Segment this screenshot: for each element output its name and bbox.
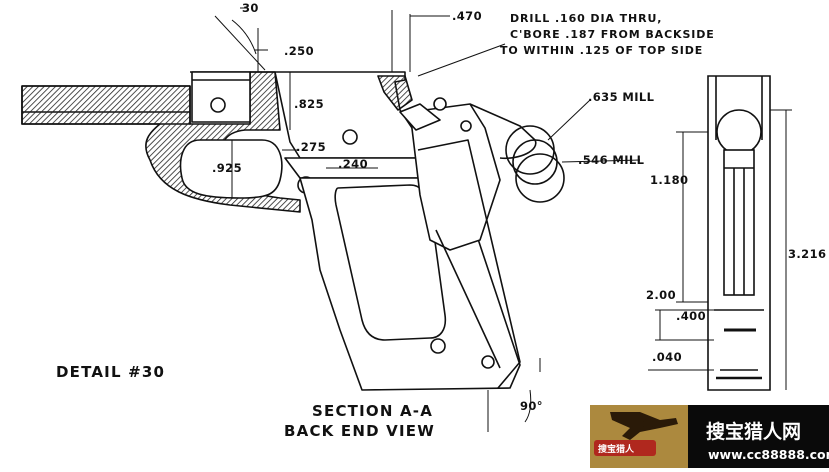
back-view-slot bbox=[723, 149, 755, 296]
sear-pin-hole bbox=[460, 120, 472, 132]
trigger-guard-window bbox=[179, 139, 283, 199]
dimension-labels: 30 .250 .470 .825 .275 .240 .925 .635 MI… bbox=[212, 1, 826, 413]
dim-250: .250 bbox=[284, 44, 314, 58]
pin-hole-upper-left bbox=[210, 97, 226, 113]
grip-screw-hole bbox=[430, 338, 446, 354]
dim-546-mill: .546 MILL bbox=[578, 153, 645, 167]
view-title: BACK END VIEW bbox=[284, 422, 435, 440]
dim-275: .275 bbox=[296, 140, 326, 154]
dim-470: .470 bbox=[452, 9, 482, 23]
section-title: SECTION A-A bbox=[312, 402, 433, 420]
back-view-bore bbox=[716, 109, 762, 155]
note-line-2: C'BORE .187 FROM BACKSIDE bbox=[510, 28, 715, 41]
dim-240: .240 bbox=[338, 157, 368, 171]
watermark-logo-text: 搜宝猎人 bbox=[598, 443, 635, 455]
mainspring-housing bbox=[409, 103, 501, 251]
dim-400: .400 bbox=[676, 309, 706, 323]
dim-635-mill: .635 MILL bbox=[588, 90, 655, 104]
watermark-site-name: 搜宝猎人网 bbox=[706, 420, 801, 443]
dim-040: .040 bbox=[652, 350, 682, 364]
dim-825: .825 bbox=[294, 97, 324, 111]
drill-note: DRILL .160 DIA THRU, C'BORE .187 FROM BA… bbox=[500, 12, 715, 57]
dim-angle-90: 90° bbox=[520, 399, 543, 413]
back-view-dimension-lines bbox=[648, 109, 792, 390]
mill-circles bbox=[505, 125, 565, 203]
hatched-trigger-guard bbox=[21, 71, 301, 213]
hammer-pin-hole bbox=[433, 97, 447, 111]
dim-925: .925 bbox=[212, 161, 242, 175]
detail-title: DETAIL #30 bbox=[56, 363, 165, 381]
dim-3216: 3.216 bbox=[788, 247, 826, 261]
dimension-lines bbox=[214, 7, 641, 432]
hunter-logo-icon bbox=[610, 412, 678, 440]
pin-hole-center bbox=[342, 129, 358, 145]
watermark-url: www.cc88888.com bbox=[708, 447, 829, 462]
dim-angle-30: 30 bbox=[242, 1, 259, 15]
dim-200: 2.00 bbox=[646, 288, 676, 302]
note-line-3: TO WITHIN .125 OF TOP SIDE bbox=[500, 44, 703, 57]
hatched-slide-stop-area bbox=[377, 75, 413, 111]
watermark: 搜宝猎人 搜宝猎人网 www.cc88888.com bbox=[590, 405, 829, 468]
housing-pin-hole bbox=[481, 355, 495, 369]
frame-side-view bbox=[21, 71, 565, 391]
back-end-view bbox=[707, 75, 771, 391]
dim-1180: 1.180 bbox=[650, 173, 688, 187]
note-line-1: DRILL .160 DIA THRU, bbox=[510, 12, 662, 25]
